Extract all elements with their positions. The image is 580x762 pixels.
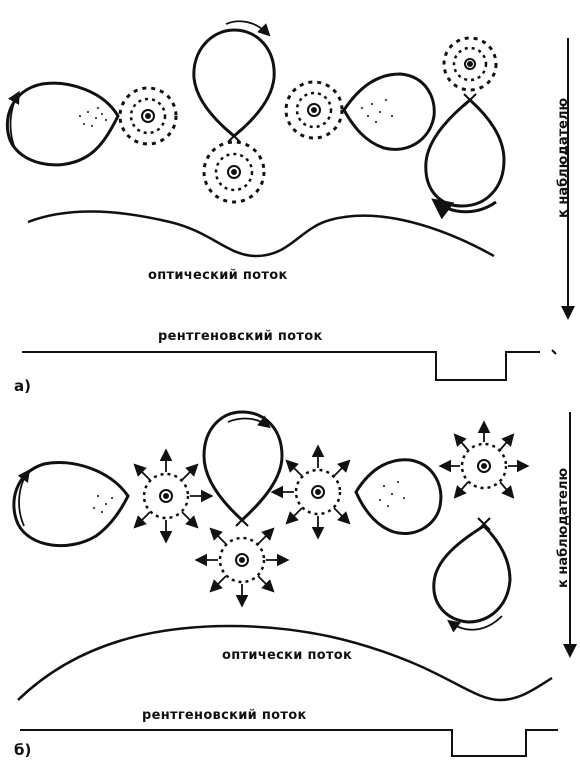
panel-a [7, 21, 568, 380]
rayed-star-2b [198, 530, 286, 604]
roche-lobe-3b [356, 460, 441, 534]
orbit-arrow-1a [11, 94, 18, 146]
rayed-star-3b [274, 448, 348, 536]
orbit-arrow-4b [450, 616, 502, 630]
optical-flux-curve-b [18, 626, 552, 700]
roche-lobe-2a [194, 30, 274, 136]
observer-label-b: к наблюдателю [556, 468, 571, 588]
rayed-star-4b [442, 424, 526, 496]
panel-b [14, 412, 570, 756]
orbit-arrow-2b [228, 419, 268, 426]
rayed-star-1b [136, 452, 210, 540]
xray-flux-curve-a [22, 352, 540, 380]
panel-label-b: б) [14, 741, 31, 759]
roche-lobe-4b [434, 526, 510, 622]
observer-label-a: к наблюдателю [556, 98, 571, 218]
roche-lobe-4a [426, 100, 504, 206]
roche-lobe-1b [14, 462, 128, 545]
stipple-3b [379, 481, 405, 507]
xray-flux-curve-b [20, 730, 558, 756]
stipple-1a [79, 107, 107, 127]
stipple-3a [361, 99, 393, 123]
stipple-1b [93, 495, 113, 513]
optical-flux-label-a: оптический поток [148, 268, 288, 283]
optical-flux-curve-a [28, 211, 494, 256]
roche-lobe-2b [204, 412, 282, 520]
optical-flux-label-b: оптически поток [222, 648, 352, 663]
roche-lobe-1a [7, 83, 118, 165]
xray-flux-label-b: рентгеновский поток [142, 708, 307, 723]
panel-label-a: а) [14, 377, 31, 395]
roche-lobe-3a [344, 74, 434, 149]
xray-flux-label-a: рентгеновский поток [158, 329, 323, 344]
